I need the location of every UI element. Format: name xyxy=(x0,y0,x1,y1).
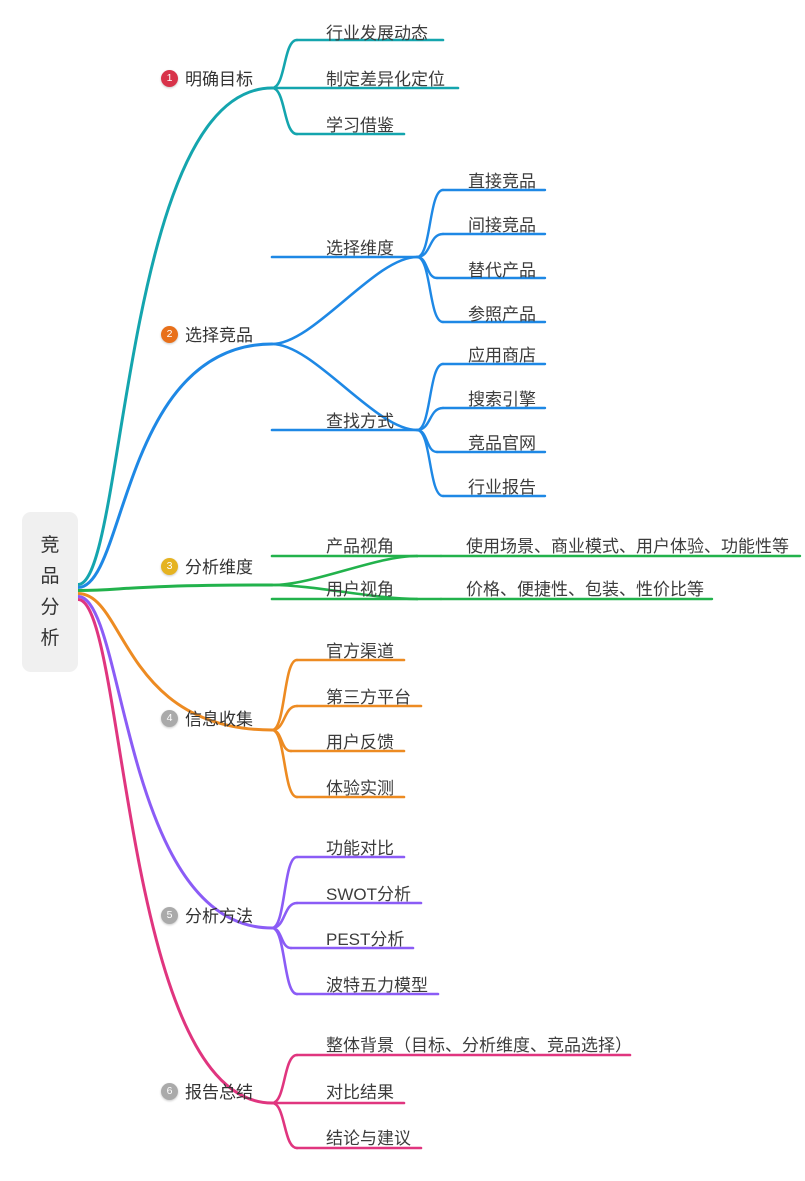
leaf-label-6-1[interactable]: 对比结果 xyxy=(326,1083,394,1102)
trunk-4 xyxy=(76,592,274,732)
leaf-label-5-3[interactable]: 波特五力模型 xyxy=(326,976,428,995)
leaf-label-4-3[interactable]: 体验实测 xyxy=(326,779,394,798)
leaf-label-2-0-0[interactable]: 直接竞品 xyxy=(468,172,536,191)
leaf-link-1-2 xyxy=(270,86,299,136)
trunk-5 xyxy=(76,595,274,930)
branch-badge-1: 1 xyxy=(161,70,178,87)
branch-label-5[interactable]: 分析方法 xyxy=(185,907,253,926)
mid-label-2-0[interactable]: 选择维度 xyxy=(326,239,394,258)
leaf-link-6-0 xyxy=(270,1053,299,1105)
leaf-link-2-0-1 xyxy=(415,232,445,259)
leaf-label-2-1-1[interactable]: 搜索引擎 xyxy=(468,390,536,409)
leaf-label-6-0[interactable]: 整体背景（目标、分析维度、竞品选择） xyxy=(326,1036,632,1055)
root-char-4: 析 xyxy=(40,628,60,649)
leaf-label-1-0[interactable]: 行业发展动态 xyxy=(326,24,428,43)
mid-label-2-1[interactable]: 查找方式 xyxy=(326,412,394,431)
mid-label-3-1[interactable]: 用户视角 xyxy=(326,580,394,599)
leaf-label-6-2[interactable]: 结论与建议 xyxy=(326,1129,411,1148)
root-char-1: 竞 xyxy=(40,535,60,556)
leaf-link-4-3 xyxy=(270,728,299,799)
trunk-6 xyxy=(76,598,274,1105)
branch-label-1[interactable]: 明确目标 xyxy=(185,70,253,89)
leaf-label-2-0-2[interactable]: 替代产品 xyxy=(468,261,536,280)
leaf-link-2-1-3 xyxy=(415,428,445,498)
leaf-label-3-1-0[interactable]: 价格、便捷性、包装、性价比等 xyxy=(466,580,704,599)
branch-badge-5: 5 xyxy=(161,907,178,924)
branch-badge-6: 6 xyxy=(161,1083,178,1100)
leaf-label-2-1-0[interactable]: 应用商店 xyxy=(468,346,536,365)
leaf-link-1-0 xyxy=(270,38,299,90)
leaf-link-2-0-3 xyxy=(415,255,445,324)
leaf-label-4-1[interactable]: 第三方平台 xyxy=(326,688,411,707)
leaf-link-5-3 xyxy=(270,926,299,996)
leaf-link-6-2 xyxy=(270,1101,299,1150)
branch-label-2[interactable]: 选择竞品 xyxy=(185,326,253,345)
branch-label-4[interactable]: 信息收集 xyxy=(185,710,253,729)
leaf-label-4-0[interactable]: 官方渠道 xyxy=(326,642,394,661)
trunk-3 xyxy=(76,583,274,592)
trunk-1 xyxy=(76,86,274,586)
branch-badge-2: 2 xyxy=(161,326,178,343)
leaf-label-1-2[interactable]: 学习借鉴 xyxy=(326,116,394,135)
leaf-label-2-0-3[interactable]: 参照产品 xyxy=(468,305,536,324)
leaf-label-2-1-3[interactable]: 行业报告 xyxy=(468,478,536,497)
leaf-label-1-1[interactable]: 制定差异化定位 xyxy=(326,70,445,89)
leaf-link-2-1-1 xyxy=(415,406,445,432)
branch-label-3[interactable]: 分析维度 xyxy=(185,558,253,577)
leaf-label-2-1-2[interactable]: 竞品官网 xyxy=(468,434,536,453)
branch-badge-3: 3 xyxy=(161,558,178,575)
branch-label-6[interactable]: 报告总结 xyxy=(185,1083,253,1102)
branch-badge-4: 4 xyxy=(161,710,178,727)
leaf-label-5-0[interactable]: 功能对比 xyxy=(326,839,394,858)
mid-label-3-0[interactable]: 产品视角 xyxy=(326,537,394,556)
mid-link-2-0 xyxy=(270,255,419,346)
leaf-label-5-1[interactable]: SWOT分析 xyxy=(326,885,411,904)
trunk-2 xyxy=(76,342,274,589)
leaf-label-5-2[interactable]: PEST分析 xyxy=(326,930,405,949)
root-node[interactable]: 竞 品 分 析 xyxy=(22,512,78,672)
root-char-3: 分 xyxy=(40,597,60,618)
root-char-2: 品 xyxy=(40,566,60,587)
mid-link-2-1 xyxy=(270,342,419,432)
leaf-label-2-0-1[interactable]: 间接竞品 xyxy=(468,216,536,235)
leaf-label-4-2[interactable]: 用户反馈 xyxy=(326,733,394,752)
leaf-label-3-0-0[interactable]: 使用场景、商业模式、用户体验、功能性等 xyxy=(466,537,789,556)
